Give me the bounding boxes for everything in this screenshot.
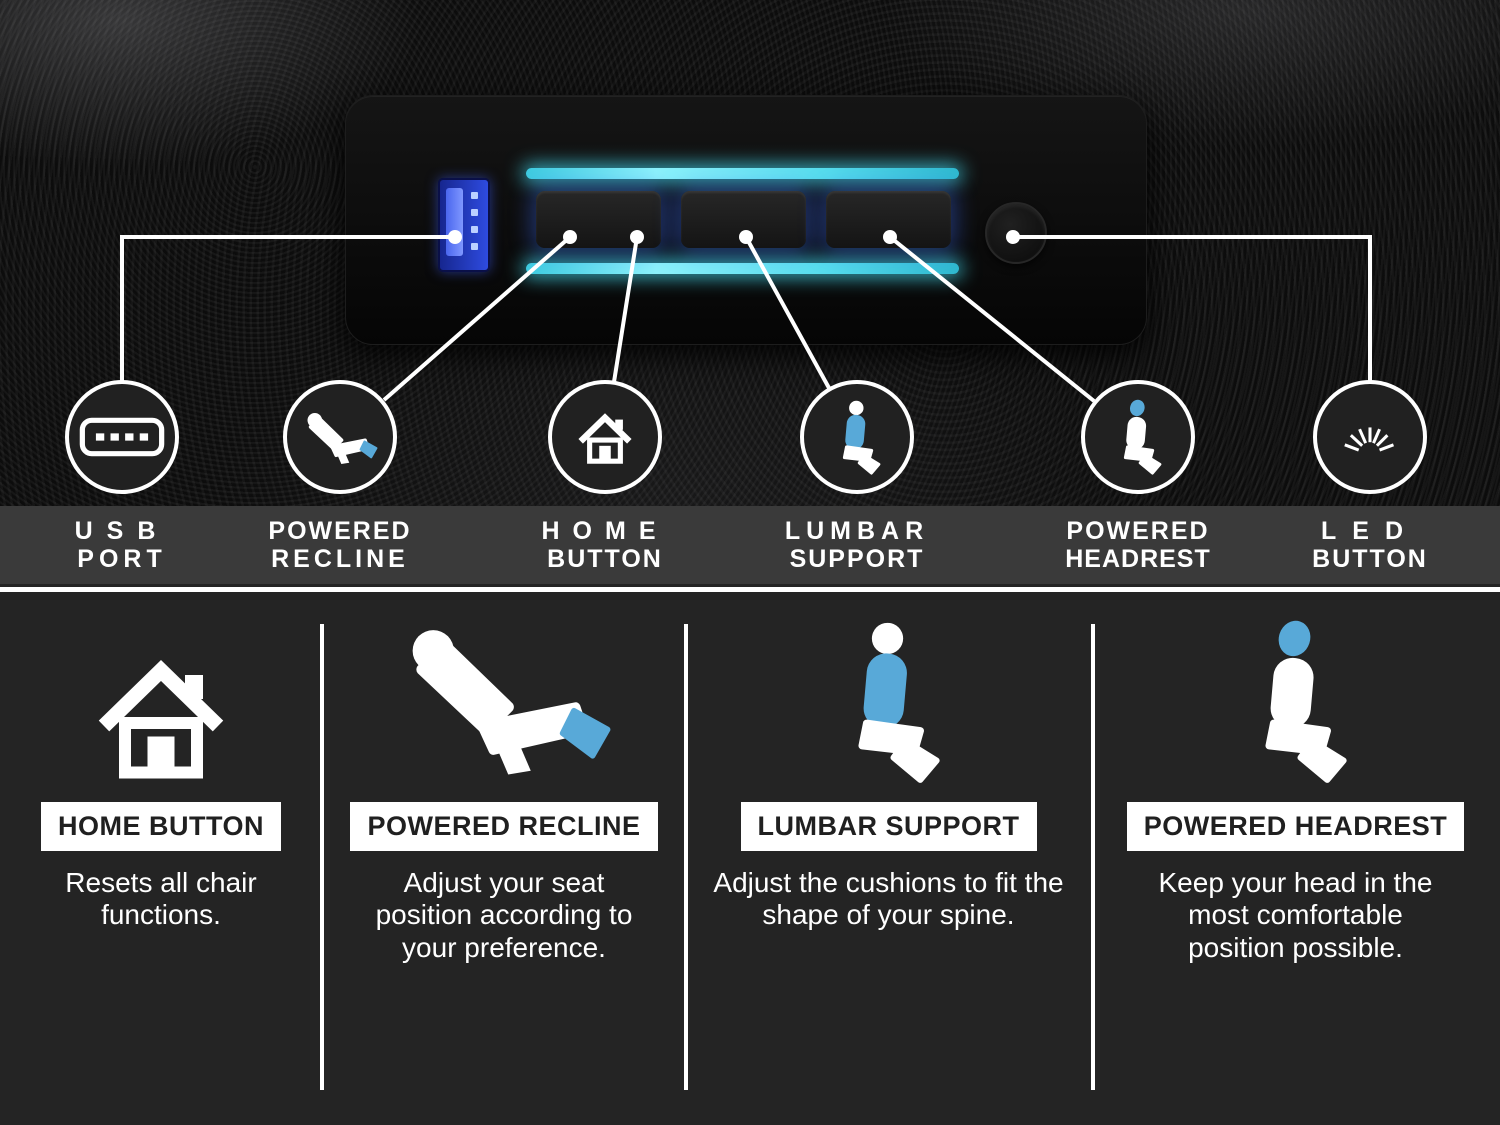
- lumbar-seat-icon: [822, 616, 956, 786]
- top-photo-section: [0, 0, 1500, 506]
- feature-powered-headrest: POWERED HEADREST Keep your head in the m…: [1091, 616, 1500, 964]
- band-label-lumbar-support: LUMBAR SUPPORT: [727, 517, 987, 573]
- band-label-powered-headrest: POWERED HEADREST: [1008, 517, 1268, 573]
- band-label-line2: BUTTON: [547, 545, 663, 573]
- feature-description: Resets all chair functions.: [65, 867, 257, 931]
- led-round-button: [985, 202, 1047, 264]
- usb-port-icon: [79, 417, 165, 457]
- callout-circle-lumbar-support: [800, 380, 914, 494]
- band-label-line1: USB: [74, 517, 170, 545]
- feature-lumbar-support: LUMBAR SUPPORT Adjust the cushions to fi…: [686, 616, 1091, 932]
- band-label-line1: HOME: [541, 517, 669, 545]
- band-label-line1: LED: [1321, 517, 1419, 545]
- led-light-strip-bottom: [526, 263, 959, 274]
- control-panel: [345, 95, 1147, 345]
- band-label-line2: BUTTON: [1312, 545, 1428, 573]
- usb-pin: [471, 226, 478, 233]
- led-rays-icon: [1344, 427, 1395, 452]
- led-light-strip-top: [526, 168, 959, 179]
- column-divider: [1091, 624, 1095, 1090]
- headrest-seat-icon: [1123, 399, 1162, 475]
- home-icon: [578, 412, 632, 464]
- feature-title: HOME BUTTON: [41, 802, 281, 851]
- usb-pin: [471, 192, 478, 199]
- feature-home-button: HOME BUTTON Resets all chair functions.: [0, 616, 322, 932]
- usb-port: [438, 178, 490, 272]
- usb-port-tab: [446, 188, 463, 256]
- feature-title: POWERED HEADREST: [1126, 802, 1465, 851]
- feature-powered-recline: POWERED RECLINE Adjust your seat positio…: [322, 616, 686, 964]
- band-label-usb-port: USB PORT: [0, 517, 252, 573]
- headrest-rocker-button: [826, 191, 951, 248]
- callout-circle-powered-recline: [283, 380, 397, 494]
- feature-description: Keep your head in the most comfortable p…: [1158, 867, 1433, 963]
- usb-pin: [471, 209, 478, 216]
- callout-circle-powered-headrest: [1081, 380, 1195, 494]
- feature-title: POWERED RECLINE: [350, 802, 658, 851]
- band-label-line1: LUMBAR: [784, 517, 930, 545]
- band-label-line1: POWERED: [268, 517, 412, 545]
- band-label-powered-recline: POWERED RECLINE: [210, 517, 470, 573]
- home-icon: [86, 616, 236, 786]
- label-band: USB PORT POWERED RECLINE HOME BUTTON LUM…: [0, 506, 1500, 584]
- band-label-line2: RECLINE: [271, 545, 409, 573]
- band-label-led-button: LED BUTTON: [1240, 517, 1500, 573]
- recline-chair-icon: [307, 412, 378, 464]
- recline-chair-icon: [392, 616, 617, 786]
- features-section: HOME BUTTON Resets all chair functions. …: [0, 584, 1500, 1125]
- usb-pin: [471, 243, 478, 250]
- band-label-line2: PORT: [77, 545, 167, 573]
- callout-circle-led-button: [1313, 380, 1427, 494]
- column-divider: [320, 624, 324, 1090]
- feature-title: LUMBAR SUPPORT: [740, 802, 1037, 851]
- feature-description: Adjust your seat position according to y…: [375, 867, 633, 963]
- callout-circle-home-button: [548, 380, 662, 494]
- column-divider: [684, 624, 688, 1090]
- lumbar-seat-icon: [842, 400, 881, 475]
- band-label-home-button: HOME BUTTON: [475, 517, 735, 573]
- band-label-line1: POWERED: [1066, 517, 1210, 545]
- headrest-seat-icon: [1229, 616, 1363, 786]
- band-label-line2: HEADREST: [1065, 545, 1211, 573]
- lumbar-rocker-button: [681, 191, 806, 248]
- band-label-line2: SUPPORT: [789, 545, 925, 573]
- separator-line: [0, 587, 1500, 592]
- feature-description: Adjust the cushions to fit the shape of …: [713, 867, 1064, 931]
- recline-rocker-button: [536, 191, 661, 248]
- callout-circle-usb-port: [65, 380, 179, 494]
